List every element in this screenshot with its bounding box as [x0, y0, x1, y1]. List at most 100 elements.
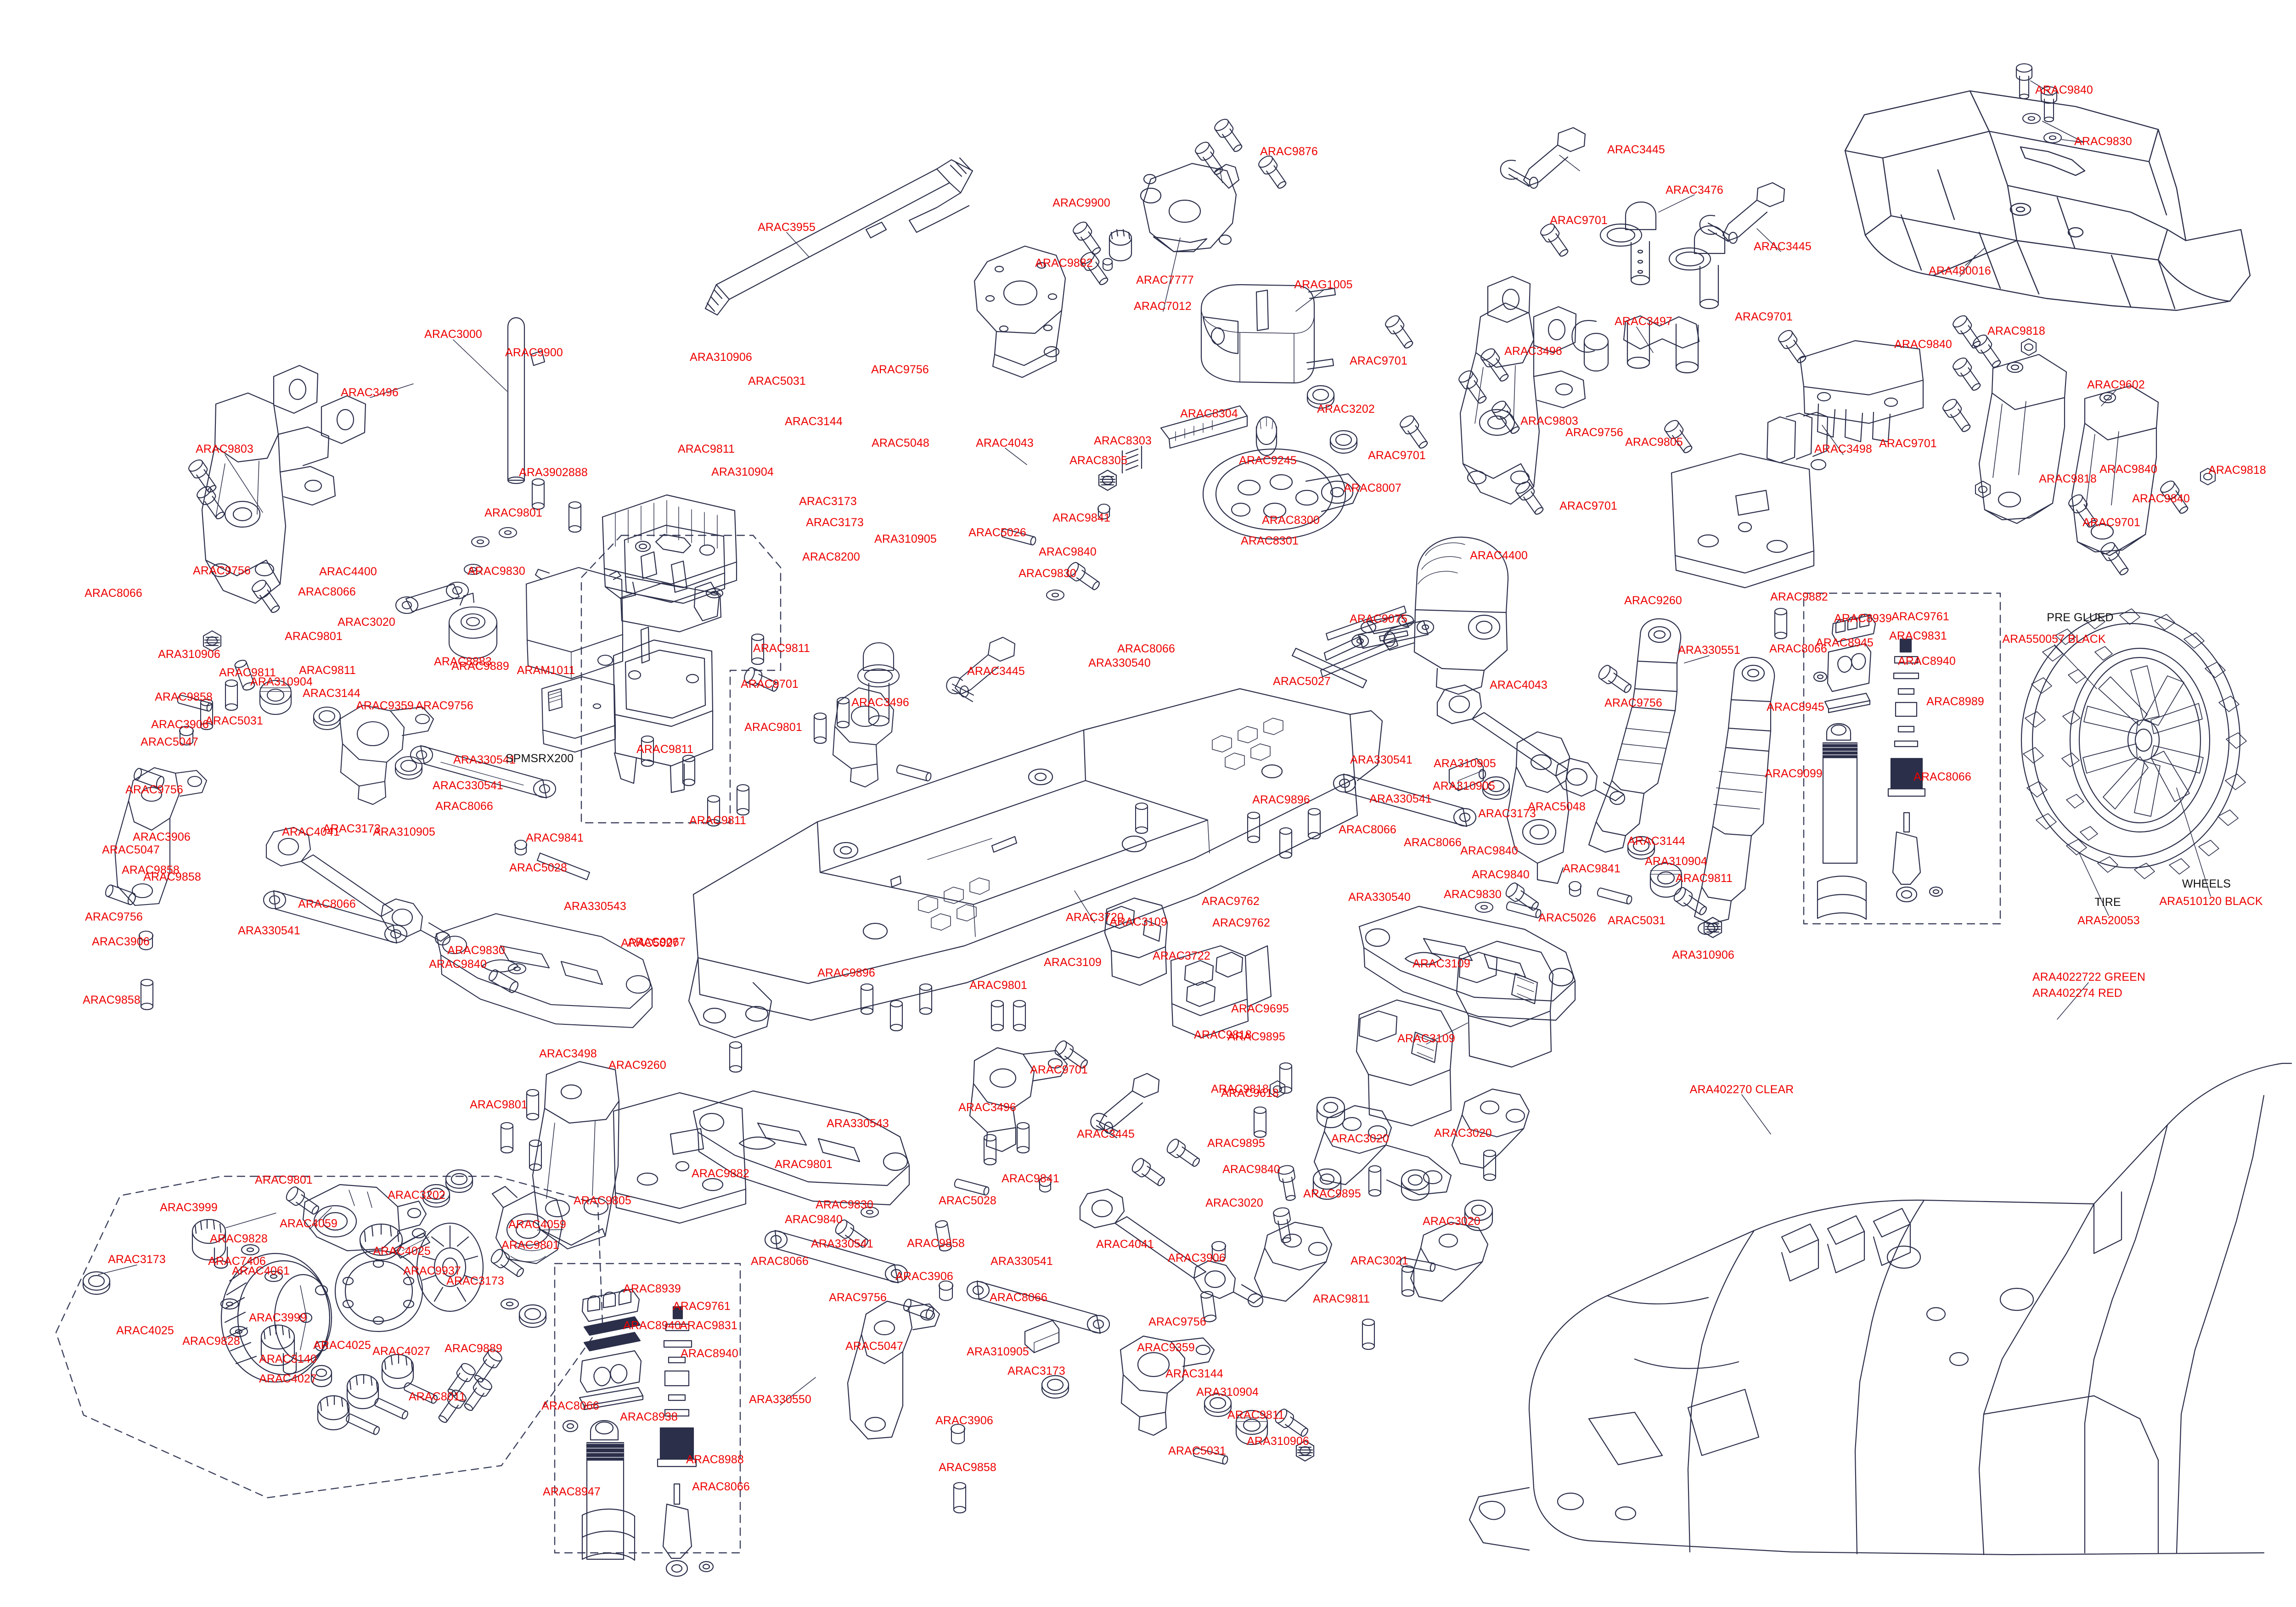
- part-callout-arac5028: ARAC5028: [939, 1194, 996, 1207]
- part-callout-ara330543: ARA330543: [827, 1117, 889, 1130]
- part-callout-arac4041: ARAC4041: [1096, 1238, 1154, 1251]
- part-callout-arac3173: ARAC3173: [1007, 1365, 1065, 1377]
- part-callout-arac9818: ARAC9818: [1194, 1028, 1252, 1041]
- part-callout-arac3722: ARAC3722: [1153, 950, 1210, 962]
- part-callout-arac9756: ARAC9756: [1565, 426, 1623, 439]
- part-callout-arac9260: ARAC9260: [608, 1059, 666, 1072]
- part-callout-arac9801: ARAC9801: [501, 1239, 559, 1252]
- part-callout-arac5047: ARAC5047: [845, 1340, 903, 1353]
- part-callout-ara310904: ARA310904: [1645, 855, 1707, 868]
- part-callout-arac9701: ARAC9701: [1559, 500, 1617, 512]
- part-callout-arac8883: ARAC8883: [434, 655, 492, 668]
- part-callout-ara310905: ARA310905: [1433, 780, 1495, 792]
- part-callout-arac9801: ARAC9801: [775, 1158, 833, 1171]
- part-callout-arac8939: ARAC8939: [623, 1282, 681, 1295]
- part-callout-arac9840: ARAC9840: [1039, 545, 1097, 558]
- part-callout-arac3498: ARAC3498: [1814, 443, 1872, 455]
- part-callout-ara4022722 green: ARA4022722 GREEN: [2032, 971, 2146, 983]
- part-callout-ara310905: ARA310905: [874, 533, 937, 545]
- part-callout-ara330541: ARA330541: [238, 924, 300, 937]
- part-callout-arac3496: ARAC3496: [341, 386, 399, 399]
- part-callout-arac9895: ARAC9895: [1207, 1137, 1265, 1150]
- part-callout-arac3173: ARAC3173: [108, 1253, 166, 1266]
- part-callout-arac9701: ARAC9701: [1350, 354, 1407, 367]
- part-callout-arac3497: ARAC3497: [1615, 315, 1672, 328]
- part-callout-arac9701: ARAC9701: [1368, 449, 1426, 462]
- part-callout-arac8303: ARAC8303: [1094, 434, 1152, 447]
- part-callout-arac4025: ARAC4025: [116, 1324, 174, 1337]
- part-callout-ara330540: ARA330540: [1348, 891, 1411, 904]
- part-callout-arac4400: ARAC4400: [319, 565, 377, 578]
- part-callout-arac9841: ARAC9841: [526, 832, 584, 844]
- part-callout-arac9818: ARAC9818: [1211, 1083, 1269, 1096]
- part-callout-arac3109: ARAC3109: [1412, 957, 1470, 970]
- part-callout-arac9260: ARAC9260: [1624, 594, 1682, 607]
- part-callout-arac8301: ARAC8301: [1241, 534, 1299, 547]
- part-callout-ara550057 black: ARA550057 BLACK: [2002, 633, 2106, 646]
- part-callout-ara330541: ARA330541: [811, 1237, 873, 1250]
- part-callout-arac9840: ARAC9840: [2132, 492, 2190, 505]
- part-callout-arac9830: ARAC9830: [2074, 135, 2132, 148]
- part-callout-arac9882: ARAC9882: [1035, 257, 1093, 270]
- part-callout-arac8947: ARAC8947: [543, 1485, 601, 1498]
- part-callout-arac9701: ARAC9701: [741, 678, 799, 691]
- part-callout-arac8066: ARAC8066: [541, 1399, 599, 1412]
- part-callout-arac3020: ARAC3020: [1205, 1197, 1263, 1209]
- part-callout-ara310904: ARA310904: [250, 675, 313, 688]
- part-callout-arac9359: ARAC9359: [1137, 1341, 1195, 1354]
- part-callout-arac8305: ARAC8305: [1069, 454, 1127, 467]
- part-callout-arac5047: ARAC5047: [141, 736, 198, 748]
- part-callout-ara402274 red: ARA402274 RED: [2032, 987, 2122, 1000]
- part-callout-arac4043: ARAC4043: [976, 437, 1034, 450]
- part-callout-arac9761: ARAC9761: [673, 1300, 731, 1313]
- part-callout-arac9858: ARAC9858: [907, 1237, 965, 1250]
- part-callout-arac3202: ARAC3202: [1317, 403, 1375, 416]
- part-callout-ara330541: ARA330541: [1350, 753, 1412, 766]
- part-callout-arac3445: ARAC3445: [967, 665, 1025, 678]
- part-callout-arac9803: ARAC9803: [196, 443, 253, 455]
- part-callout-arac9811: ARAC9811: [219, 666, 276, 679]
- part-callout-arac9756: ARAC9756: [1148, 1315, 1206, 1328]
- part-callout-ara330540: ARA330540: [1088, 657, 1151, 669]
- part-callout-arac4027: ARAC4027: [372, 1345, 430, 1358]
- part-callout-arac3445: ARAC3445: [1607, 143, 1665, 156]
- part-callout-arac3906: ARAC3906: [92, 935, 150, 948]
- part-callout-arac9896: ARAC9896: [817, 966, 875, 979]
- part-callout-arac3476: ARAC3476: [1666, 184, 1723, 197]
- part-callout-arac9882: ARAC9882: [1770, 590, 1828, 603]
- part-callout-arac9818: ARAC9818: [2208, 464, 2266, 477]
- part-callout-arac9858: ARAC9858: [122, 864, 180, 877]
- part-callout-arac9896: ARAC9896: [1252, 793, 1310, 806]
- part-callout-arac9695: ARAC9695: [1231, 1002, 1289, 1015]
- part-callout-arac3144: ARAC3144: [303, 687, 360, 700]
- part-callout-arac3906: ARAC3906: [935, 1414, 993, 1427]
- part-callout-arac9701: ARAC9701: [1735, 310, 1793, 323]
- part-callout-arac9889: ARAC9889: [445, 1342, 502, 1355]
- part-callout-arac3496: ARAC3496: [851, 696, 909, 709]
- part-callout-arac3906: ARAC3906: [133, 831, 191, 843]
- part-callout-arac9830: ARAC9830: [816, 1198, 873, 1211]
- part-callout-arac9895: ARAC9895: [1303, 1187, 1361, 1200]
- note-pre-glued: PRE GLUED: [2047, 611, 2114, 624]
- part-callout-arac3955: ARAC3955: [758, 221, 816, 234]
- part-callout-arac9762: ARAC9762: [1202, 895, 1260, 908]
- part-callout-arac3020: ARAC3020: [338, 616, 395, 629]
- part-callout-arac8066: ARAC8066: [84, 587, 142, 600]
- part-callout-arac9900: ARAC9900: [1052, 197, 1110, 209]
- part-callout-arac3109: ARAC3109: [1044, 956, 1102, 969]
- part-callout-arac9830: ARAC9830: [1444, 888, 1502, 901]
- part-callout-arac9828: ARAC9828: [210, 1232, 268, 1245]
- part-callout-arac3144: ARAC3144: [1165, 1367, 1223, 1380]
- part-callout-ara330541: ARA330541: [453, 753, 516, 766]
- part-callout-arac5048: ARAC5048: [872, 437, 929, 450]
- part-callout-arac9811: ARAC9811: [689, 814, 747, 827]
- part-callout-arac8066: ARAC8066: [435, 800, 493, 813]
- part-callout-arac9900: ARAC9900: [505, 346, 563, 359]
- part-callout-arac3445: ARAC3445: [1077, 1128, 1135, 1141]
- part-callout-arac9858: ARAC9858: [83, 994, 141, 1006]
- part-callout-arac9811: ARAC9811: [298, 664, 356, 677]
- part-callout-arac9828: ARAC9828: [182, 1335, 240, 1348]
- part-callout-arac8945: ARAC8945: [1767, 701, 1824, 714]
- part-callout-arac9840: ARAC9840: [1894, 338, 1952, 351]
- part-callout-arac9831: ARAC9831: [680, 1319, 737, 1332]
